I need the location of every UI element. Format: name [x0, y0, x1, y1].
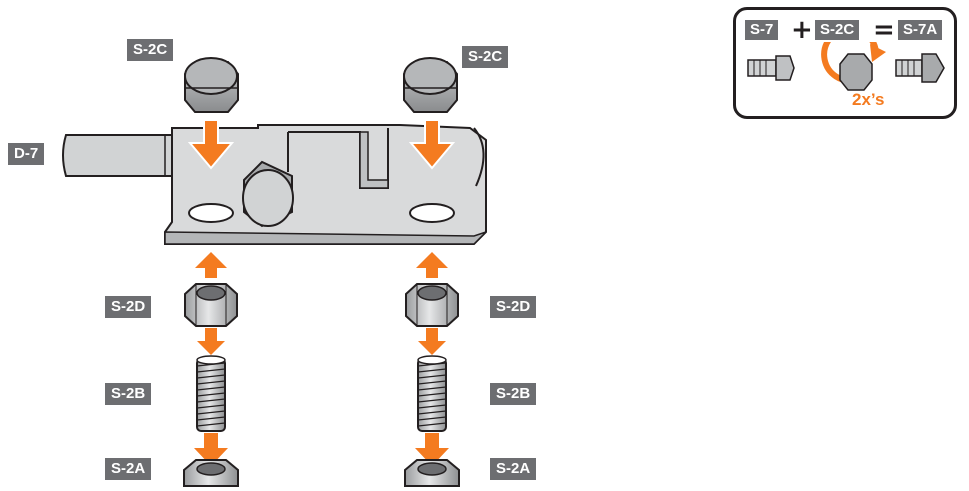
- rotation-label: 2x’s: [852, 90, 884, 110]
- legend-box: S-7 + S-2C = S-7A 2x’s: [733, 7, 957, 119]
- bolt-icon: [404, 58, 457, 112]
- label-top-bolt-left: S-2C: [127, 39, 173, 61]
- hex-nut-icon: [405, 460, 459, 486]
- label-top-bolt-right: S-2C: [462, 46, 508, 68]
- plus-sign: +: [791, 17, 813, 43]
- label-stud-right: S-2B: [490, 383, 536, 405]
- double-arrow-icon: [195, 252, 227, 278]
- double-arrow-icon: [416, 252, 448, 278]
- hex-nut-icon: [406, 284, 458, 326]
- threaded-stud-icon: [197, 356, 225, 431]
- rotate-arrow-icon: [824, 42, 886, 90]
- legend-result: S-7A: [898, 20, 942, 40]
- label-stud-left: S-2B: [105, 383, 151, 405]
- label-bottom-nut-right: S-2A: [490, 458, 536, 480]
- hinge-pin: [63, 135, 175, 176]
- bolt-icon: [185, 58, 238, 112]
- label-bottom-nut-left: S-2A: [105, 458, 151, 480]
- equals-sign: =: [873, 17, 895, 43]
- label-nut-left: S-2D: [105, 296, 151, 318]
- hex-nut-icon: [184, 460, 238, 486]
- legend-part-b: S-2C: [815, 20, 859, 40]
- label-nut-right: S-2D: [490, 296, 536, 318]
- label-hinge-pin: D-7: [8, 143, 44, 165]
- hex-nut-icon: [185, 284, 237, 326]
- bolt-icon: [748, 56, 794, 80]
- legend-icons: [736, 42, 954, 117]
- arrow-down-icon: [418, 328, 446, 355]
- legend-part-a: S-7: [745, 20, 778, 40]
- bolt-icon: [896, 54, 944, 82]
- threaded-stud-icon: [418, 356, 446, 431]
- arrow-down-icon: [197, 328, 225, 355]
